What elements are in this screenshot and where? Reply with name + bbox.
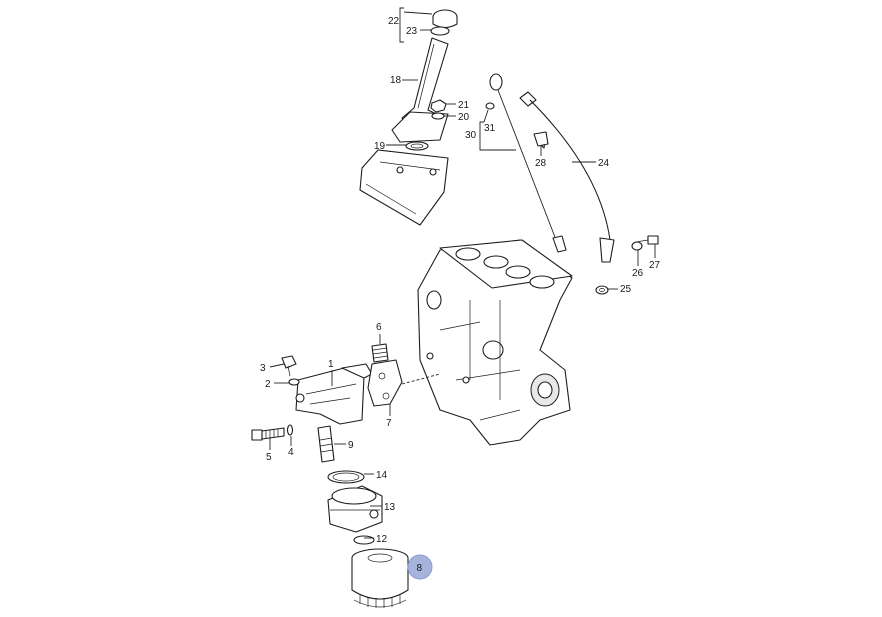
label-30[interactable]: 30 [465, 130, 477, 141]
bolt-27 [631, 235, 659, 251]
bolt-3 [281, 355, 297, 377]
washer-25 [595, 285, 609, 295]
cylinder-head-cover [359, 149, 449, 226]
label-18[interactable]: 18 [390, 75, 402, 86]
label-6[interactable]: 6 [376, 322, 382, 333]
gasket-19 [405, 141, 429, 151]
label-3[interactable]: 3 [260, 363, 266, 374]
part-labels: 22 23 18 21 20 19 31 30 28 24 26 27 25 6… [260, 16, 661, 545]
leader-lines [269, 7, 656, 569]
seal-ring-12 [353, 535, 375, 545]
flange-gasket-7 [367, 359, 403, 407]
label-31[interactable]: 31 [484, 123, 496, 134]
label-19[interactable]: 19 [374, 141, 386, 152]
seal-ring-14 [327, 470, 365, 484]
label-1[interactable]: 1 [328, 359, 334, 370]
label-9[interactable]: 9 [348, 440, 354, 451]
oil-filter [351, 548, 409, 608]
highlight-callout-8[interactable]: 8 [407, 554, 433, 580]
label-13[interactable]: 13 [384, 502, 396, 513]
label-8[interactable]: 8 [417, 563, 423, 574]
washer-20 [431, 112, 445, 120]
label-21[interactable]: 21 [458, 100, 470, 111]
pipe-6 [371, 343, 389, 363]
oil-cooler [327, 485, 383, 533]
label-12[interactable]: 12 [376, 534, 388, 545]
label-24[interactable]: 24 [598, 158, 610, 169]
highlight-marker[interactable] [407, 554, 433, 580]
bolt-5 [251, 427, 285, 441]
label-4[interactable]: 4 [288, 447, 294, 458]
label-22[interactable]: 22 [388, 16, 400, 27]
oil-filler-tube [391, 37, 449, 143]
threaded-nipple-9 [317, 425, 335, 463]
ring-4 [286, 424, 294, 436]
label-7[interactable]: 7 [386, 418, 392, 429]
label-23[interactable]: 23 [406, 26, 418, 37]
oil-filler-cap [430, 9, 458, 36]
label-25[interactable]: 25 [620, 284, 632, 295]
nut-21 [430, 99, 447, 113]
washer-2 [288, 378, 300, 386]
label-2[interactable]: 2 [265, 379, 271, 390]
label-28[interactable]: 28 [535, 158, 547, 169]
label-27[interactable]: 27 [649, 260, 661, 271]
label-26[interactable]: 26 [632, 268, 644, 279]
dipstick-guide-tube [519, 91, 615, 263]
label-14[interactable]: 14 [376, 470, 388, 481]
engine-block [417, 239, 573, 446]
label-5[interactable]: 5 [266, 452, 272, 463]
label-20[interactable]: 20 [458, 112, 470, 123]
dipstick [485, 73, 567, 253]
filter-bracket [295, 363, 373, 425]
